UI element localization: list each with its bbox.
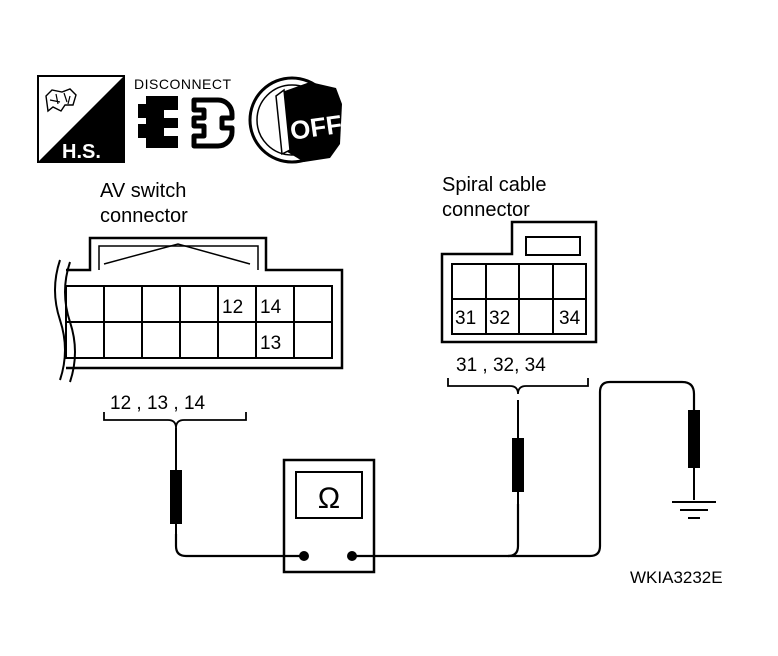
- disconnect-label: DISCONNECT: [134, 76, 232, 92]
- hs-label: H.S.: [62, 141, 101, 163]
- probe-right: [688, 410, 700, 500]
- av-pin-13: 13: [260, 333, 281, 354]
- av-pin-14: 14: [260, 297, 282, 318]
- spiral-connector-title-line1: Spiral cable: [442, 174, 547, 196]
- ohm-symbol: Ω: [318, 482, 340, 515]
- probe-middle: [512, 400, 524, 504]
- av-connector-title-line1: AV switch: [100, 180, 186, 202]
- spiral-pin-34: 34: [559, 308, 581, 329]
- probe-left: [170, 428, 182, 534]
- wire-left: [174, 534, 304, 558]
- meter-terminal-left: [299, 551, 309, 561]
- spiral-connector-title-line2: connector: [442, 199, 530, 221]
- ignition-key-off-icon: OFF: [248, 76, 344, 164]
- off-label: OFF: [288, 109, 344, 146]
- wire-right: [508, 380, 696, 558]
- av-switch-connector: 12 14 13: [54, 236, 344, 383]
- av-connector-title-line2: connector: [100, 205, 188, 227]
- av-pin-12: 12: [222, 297, 243, 318]
- harness-service-icon: H.S.: [37, 75, 125, 163]
- wire-middle: [352, 504, 520, 558]
- av-terminals-brace: [103, 412, 247, 429]
- spiral-pin-31: 31: [455, 308, 476, 329]
- ohmmeter-icon: Ω: [282, 458, 376, 574]
- spiral-cable-connector: 31 32 34: [440, 220, 598, 344]
- spiral-pin-32: 32: [489, 308, 510, 329]
- spiral-terminals-label: 31 , 32, 34: [456, 355, 546, 376]
- disconnect-connector-icon: DISCONNECT: [134, 76, 235, 149]
- harness-wave-1: [54, 259, 66, 381]
- spiral-terminals-brace: [447, 378, 589, 395]
- ground-icon: [672, 501, 716, 519]
- av-terminals-label: 12 , 13 , 14: [110, 393, 206, 414]
- figure-id: WKIA3232E: [630, 568, 723, 587]
- meter-terminal-right: [347, 551, 357, 561]
